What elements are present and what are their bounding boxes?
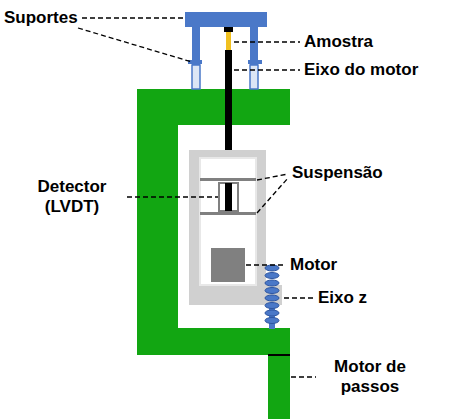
leader-lines: [78, 18, 316, 377]
support-collar: [248, 60, 262, 64]
lvdt-core: [225, 183, 232, 211]
part-label: Eixo z: [318, 288, 367, 308]
screw-thread: [265, 310, 279, 316]
frame-joint: [268, 354, 290, 356]
part-label: Motor: [290, 255, 337, 275]
leader-line: [82, 17, 184, 18]
leader-line: [234, 41, 300, 42]
support-leg: [192, 27, 200, 65]
screw-thread: [265, 288, 279, 294]
leader-line: [257, 174, 288, 180]
suspension-spring: [200, 212, 256, 215]
part-label: Motor de passos: [320, 357, 420, 397]
part-label: Amostra: [304, 32, 373, 52]
suspension-spring: [200, 178, 256, 181]
part-label: Detector (LVDT): [22, 177, 122, 217]
leader-line: [257, 178, 288, 213]
screw-thread: [265, 265, 279, 271]
sample: [226, 32, 231, 50]
part-label: Suspensão: [292, 163, 383, 183]
screw-thread: [265, 273, 279, 279]
support-leg-base: [250, 65, 258, 89]
support-bar: [185, 12, 267, 27]
screw-thread: [265, 280, 279, 286]
leader-line: [246, 264, 286, 265]
leader-line: [291, 376, 316, 377]
part-label: Suportes: [4, 8, 78, 28]
support-collar: [188, 60, 202, 64]
part-label: Eixo do motor: [304, 60, 418, 80]
screw-thread: [265, 318, 279, 324]
motor: [211, 248, 245, 282]
lvdt-detector: [219, 183, 238, 211]
frame: [137, 89, 290, 419]
leader-line: [78, 28, 192, 62]
z-axis-screw: [265, 265, 279, 329]
leader-line: [127, 196, 218, 197]
sample-cap: [224, 27, 233, 32]
support-leg-base: [192, 65, 200, 89]
screw-thread: [265, 295, 279, 301]
leader-line: [234, 69, 300, 70]
screw-thread: [265, 303, 279, 309]
housing-cavity: [200, 158, 256, 285]
leader-line: [284, 297, 314, 298]
suspension-housing: [189, 150, 282, 305]
support-leg: [250, 27, 258, 65]
